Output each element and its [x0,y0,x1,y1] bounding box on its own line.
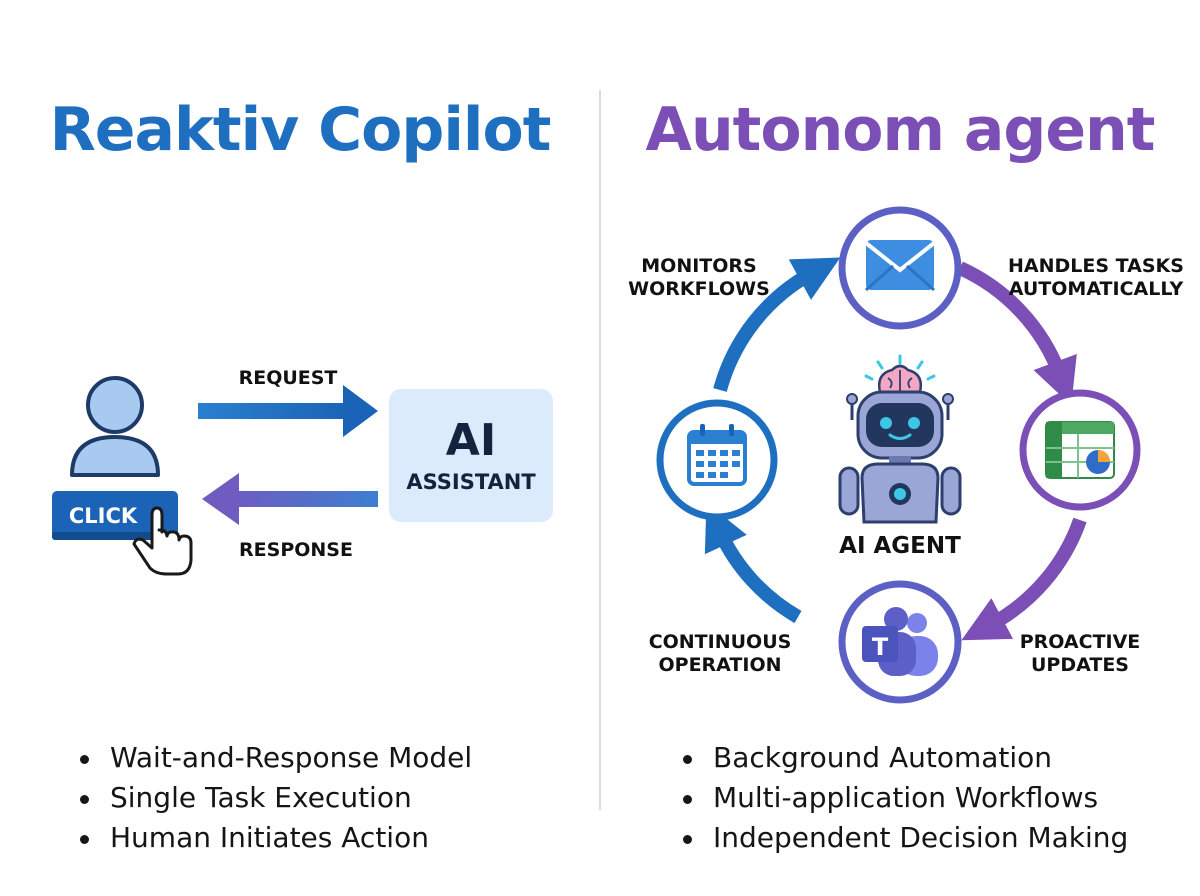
request-label: REQUEST [239,367,338,389]
left-title: Reaktiv Copilot [49,95,552,165]
click-button[interactable]: CLICK [52,491,178,540]
cycle-arrow-proactive [961,517,1087,641]
list-item: Multi-application Workflows [683,778,1128,818]
assistant-line1: AI [446,415,496,466]
svg-text:MONITORS: MONITORS [641,255,756,277]
calendar-icon [687,424,747,486]
cycle-arrow-monitors [713,257,841,392]
robot-icon [838,354,962,524]
node-calendar [656,399,778,521]
svg-text:AUTOMATICALLY: AUTOMATICALLY [1009,278,1184,300]
node-teams: T [838,580,962,704]
svg-text:T: T [872,633,889,661]
spreadsheet-icon [1045,421,1115,479]
list-item: Independent Decision Making [683,818,1128,858]
node-spreadsheet [1019,389,1141,511]
list-item: Wait-and-Response Model [80,738,472,778]
request-arrow [198,385,378,437]
svg-text:PROACTIVE: PROACTIVE [1020,631,1141,653]
teams-icon: T [862,607,938,676]
hand-cursor-icon [132,506,193,576]
list-item: Human Initiates Action [80,818,472,858]
cycle-arrow-handles [957,261,1077,406]
right-title: Autonom agent [645,95,1156,165]
response-arrow [202,473,378,525]
svg-text:OPERATION: OPERATION [659,654,782,676]
assistant-line2: ASSISTANT [406,470,536,494]
cycle-arrow-continuous [704,502,802,624]
svg-text:CONTINUOUS: CONTINUOUS [649,631,792,653]
user-icon [70,376,160,477]
svg-text:HANDLES TASKS: HANDLES TASKS [1008,255,1184,277]
ai-assistant-box: AI ASSISTANT [389,389,553,522]
svg-text:WORKFLOWS: WORKFLOWS [628,278,770,300]
svg-text:UPDATES: UPDATES [1031,654,1129,676]
node-mail [838,206,962,330]
label-proactive: PROACTIVE UPDATES [1020,631,1141,676]
label-handles: HANDLES TASKS AUTOMATICALLY [1008,255,1184,300]
ai-agent-label: AI AGENT [839,533,961,559]
list-item: Background Automation [683,738,1128,778]
label-monitors: MONITORS WORKFLOWS [628,255,770,300]
divider [599,90,601,810]
list-item: Single Task Execution [80,778,472,818]
left-bullet-list: Wait-and-Response Model Single Task Exec… [80,738,472,858]
right-bullet-list: Background Automation Multi-application … [683,738,1128,858]
click-label: CLICK [69,504,138,528]
mail-icon [864,240,936,292]
label-continuous: CONTINUOUS OPERATION [649,631,792,676]
response-label: RESPONSE [239,539,353,561]
